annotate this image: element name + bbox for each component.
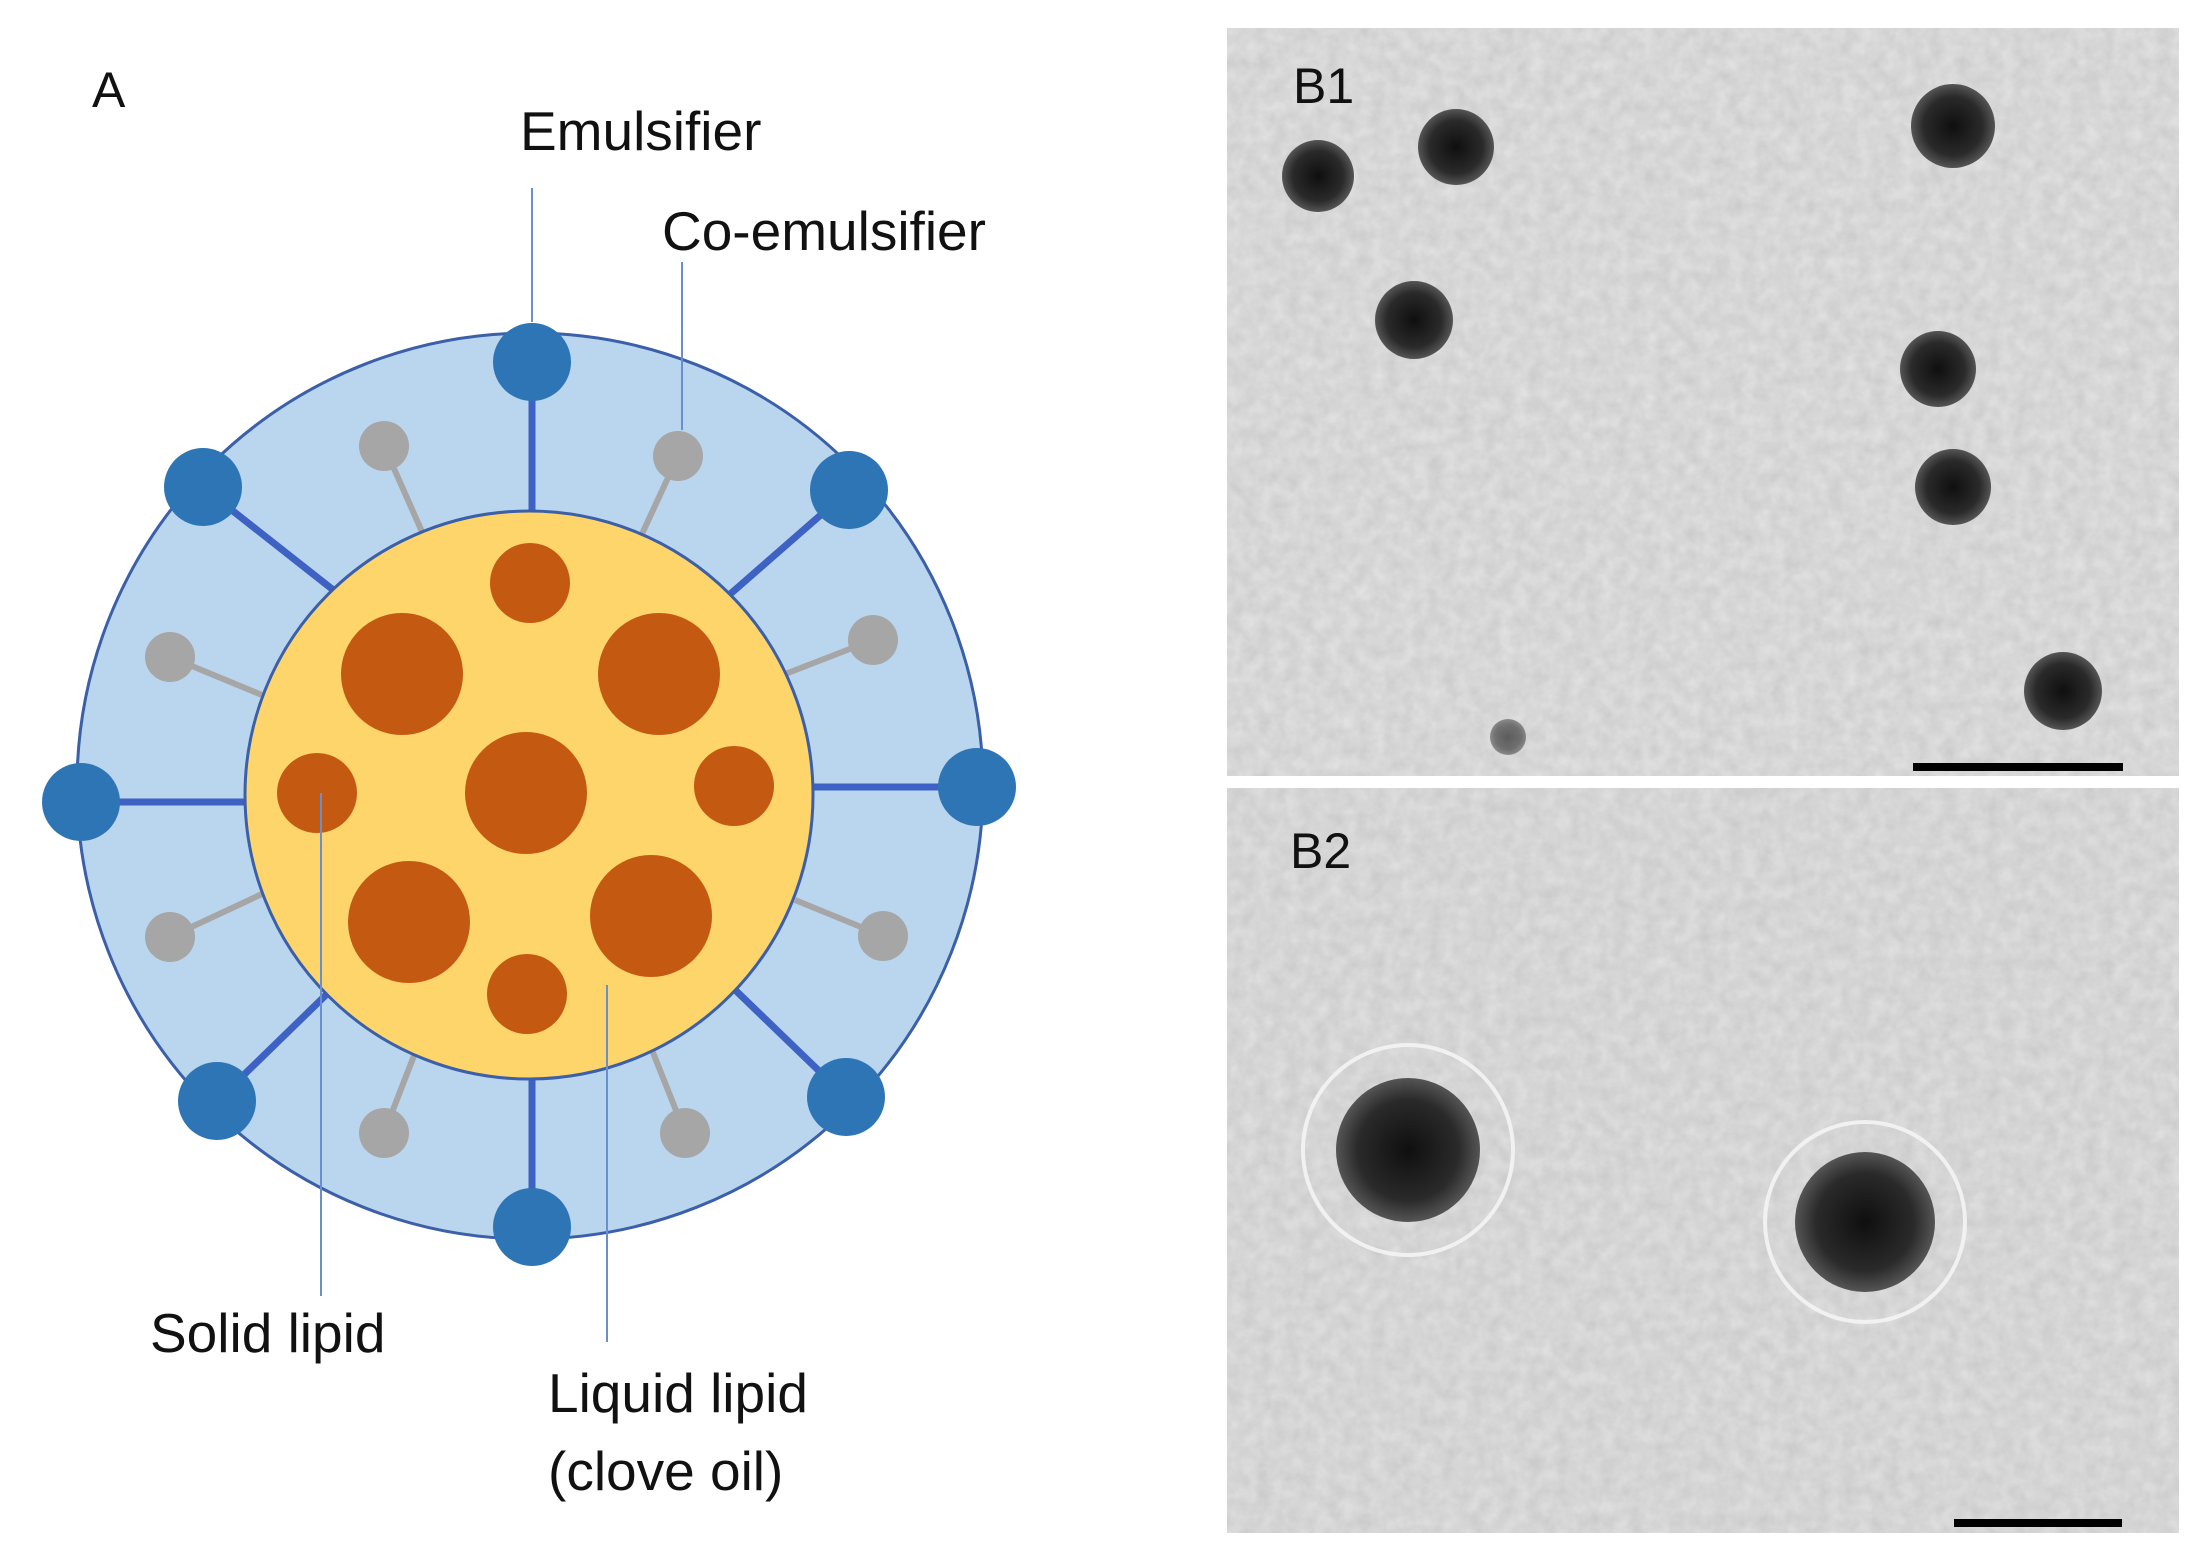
co-emulsifier-head — [653, 431, 703, 481]
nanoparticle — [1375, 281, 1453, 359]
liquid-lipid-label: Liquid lipid — [548, 1362, 808, 1424]
solid-lipid-droplet — [487, 954, 567, 1034]
emulsifier-heads — [42, 323, 1016, 1266]
emulsifier-label: Emulsifier — [520, 100, 761, 162]
nanoparticle — [1336, 1078, 1480, 1222]
emulsifier-head — [178, 1062, 256, 1140]
nanoparticle — [1490, 719, 1526, 755]
nanoparticle — [2024, 652, 2102, 730]
solid-lipid-droplet — [341, 613, 463, 735]
panel-separator — [1227, 776, 2179, 788]
panel-b2-label: B2 — [1290, 823, 1351, 879]
scale-bar-b1 — [1913, 763, 2123, 771]
nanoparticle — [1418, 109, 1494, 185]
nanoparticles-b2 — [1336, 1078, 1935, 1292]
nanoparticles-b1 — [1282, 84, 2102, 755]
co-emulsifier-head — [145, 912, 195, 962]
nanoparticle — [1282, 140, 1354, 212]
co-emulsifier-head — [359, 1108, 409, 1158]
halo-b2 — [1301, 1043, 1967, 1324]
liquid-lipid-sublabel: (clove oil) — [548, 1440, 783, 1502]
co-emulsifier-head — [848, 615, 898, 665]
solid-lipid-label: Solid lipid — [150, 1302, 385, 1364]
solid-lipid-droplet — [277, 753, 357, 833]
emulsifier-head — [810, 451, 888, 529]
solid-lipid-droplet — [694, 746, 774, 826]
co-emulsifier-label: Co-emulsifier — [662, 200, 986, 262]
solid-lipid-droplet — [490, 543, 570, 623]
panel-b2: B2 — [1227, 788, 2179, 1533]
panel-a: A — [42, 62, 1016, 1502]
solid-lipid-droplet — [590, 855, 712, 977]
leader-lines — [320, 188, 683, 1342]
nanoparticle — [1900, 331, 1976, 407]
co-emulsifier-head — [359, 421, 409, 471]
scale-bar-b2 — [1954, 1519, 2122, 1527]
panel-a-label: A — [92, 62, 126, 118]
panel-b1-label: B1 — [1293, 58, 1354, 114]
co-emulsifier-head — [660, 1108, 710, 1158]
nanoparticle — [1915, 449, 1991, 525]
nanoparticle — [1911, 84, 1995, 168]
panel-b1: B1 — [1227, 28, 2179, 776]
nanoparticle — [1795, 1152, 1935, 1292]
co-emulsifier-head — [858, 911, 908, 961]
micrograph-b1-texture — [1227, 28, 2179, 776]
solid-lipid-droplet — [465, 732, 587, 854]
emulsifier-head — [164, 448, 242, 526]
emulsifier-head — [493, 323, 571, 401]
solid-lipid-droplets — [277, 543, 774, 1034]
emulsifier-head — [938, 748, 1016, 826]
emulsifier-head — [42, 763, 120, 841]
emulsifier-head — [807, 1058, 885, 1136]
emulsifier-head — [493, 1188, 571, 1266]
solid-lipid-droplet — [598, 613, 720, 735]
solid-lipid-droplet — [348, 861, 470, 983]
co-emulsifier-head — [145, 632, 195, 682]
